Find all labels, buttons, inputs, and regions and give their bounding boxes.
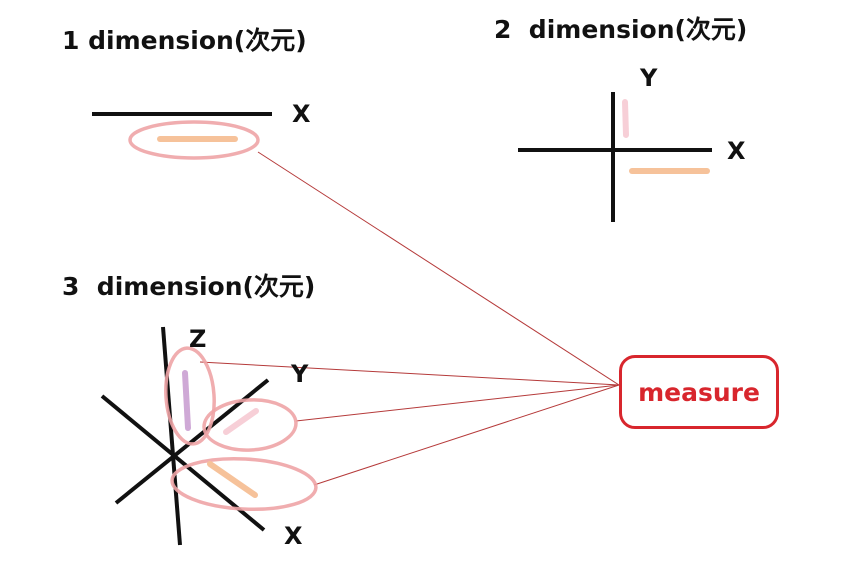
one-d-title: 1 dimension(次元): [62, 26, 307, 55]
two-d-x-label: X: [727, 137, 746, 165]
three-d-x-label: X: [284, 522, 303, 550]
three-d-diagram: [100, 326, 318, 546]
two-d-title: 2 dimension(次元): [494, 15, 748, 44]
connector-3d-z: [199, 361, 620, 386]
three-d-x-bar: [207, 461, 258, 498]
three-d-z-axis: [161, 326, 182, 546]
one-d-diagram: [92, 112, 272, 160]
three-d-title: 3 dimension(次元): [62, 272, 316, 301]
three-d-x-ellipse: [170, 457, 318, 511]
two-d-diagram: [518, 92, 712, 222]
measure-label: measure: [638, 377, 760, 407]
two-d-y-label: Y: [640, 64, 658, 92]
three-d-y-axis: [114, 378, 270, 505]
connector-3d-y: [295, 384, 620, 422]
three-d-y-ellipse: [202, 398, 298, 452]
measure-box: measure: [619, 355, 779, 429]
three-d-z-bar: [182, 370, 191, 431]
three-d-z-ellipse: [164, 346, 216, 446]
connector-lines: [199, 151, 620, 486]
three-d-z-label: Z: [189, 325, 207, 353]
three-d-y-label: Y: [291, 360, 309, 388]
connector-3d-x: [313, 384, 620, 486]
two-d-y-bar: [622, 99, 629, 138]
one-d-x-label: X: [292, 100, 311, 128]
three-d-y-bar: [223, 408, 259, 435]
one-d-measure-ellipse: [128, 120, 260, 160]
connector-1d: [257, 151, 620, 386]
